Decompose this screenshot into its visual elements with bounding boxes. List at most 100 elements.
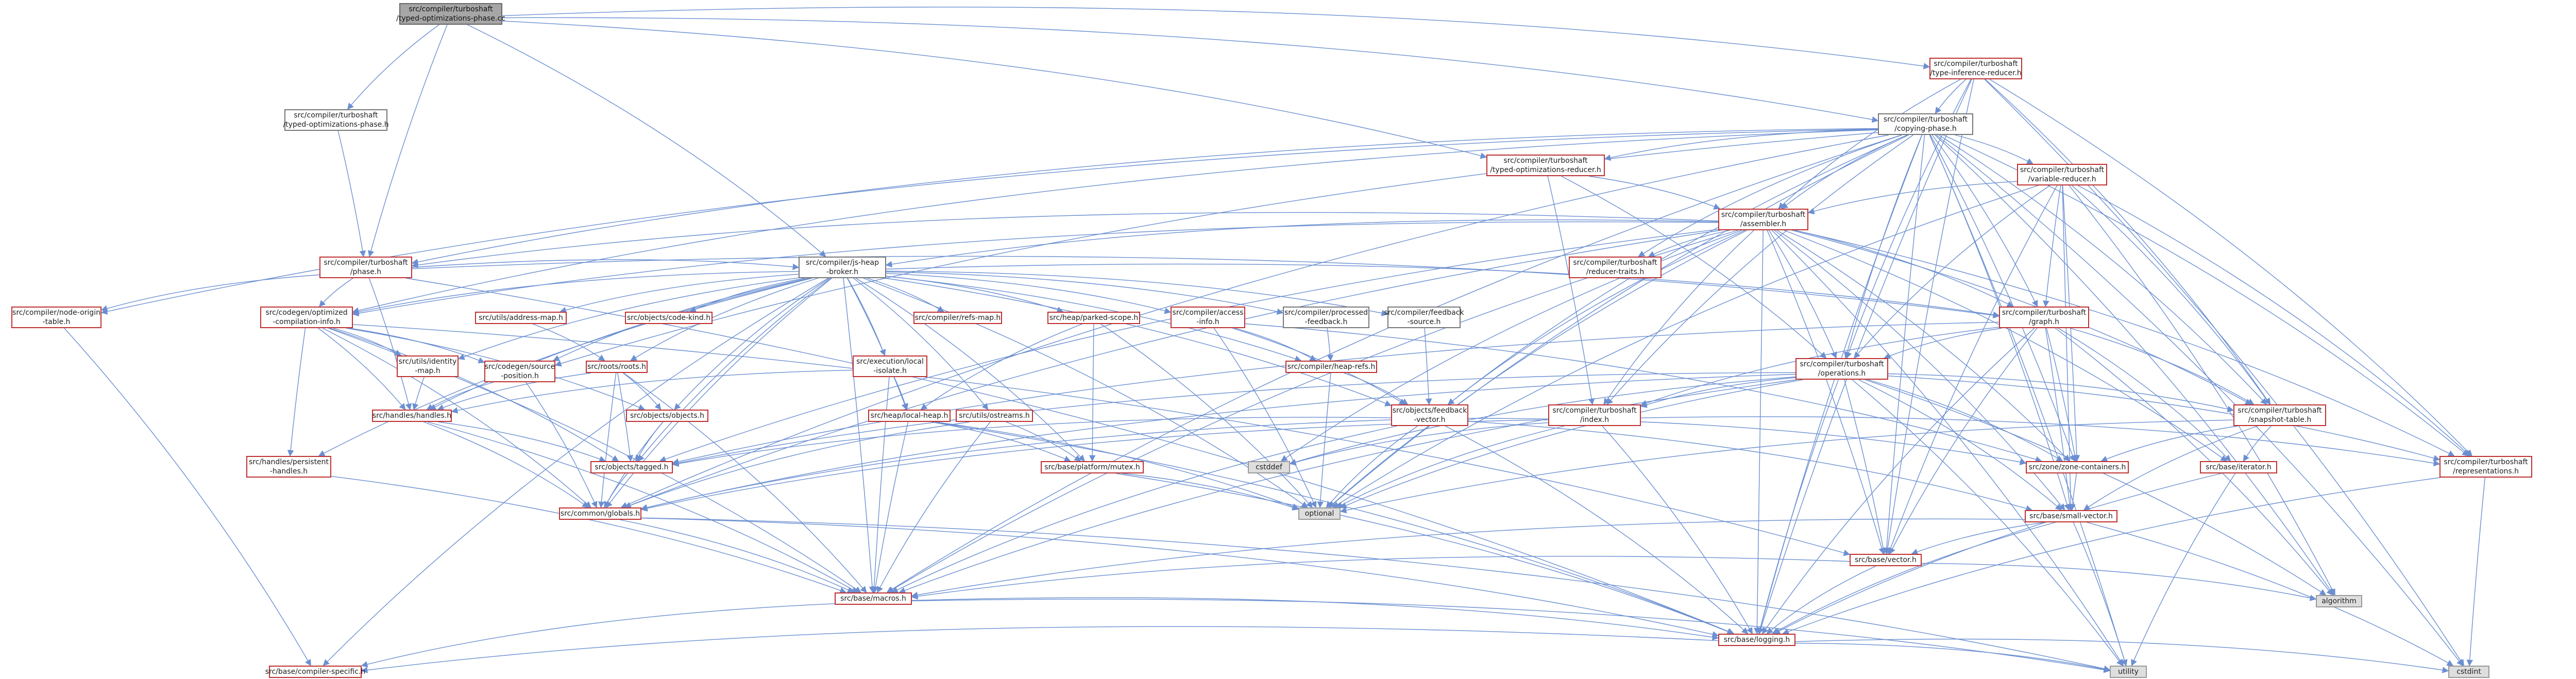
node-logging[interactable]: src/base/logging.h <box>1718 634 1795 646</box>
node-optional[interactable]: optional <box>1298 507 1341 520</box>
edge-roots-to-objects <box>622 372 662 410</box>
node-reducerstats[interactable]: src/compiler/turboshaft/reducer-traits.h <box>1569 257 1662 278</box>
node-tagged[interactable]: src/objects/tagged.h <box>590 461 673 473</box>
edge-copying-to-phase <box>411 128 1878 265</box>
node-handles[interactable]: src/handles/handles.h <box>372 410 452 422</box>
edge-assembler-to-iterator <box>1784 230 2228 462</box>
node-copying[interactable]: src/compiler/turboshaft/copying-phase.h <box>1878 113 1973 135</box>
node-assembler[interactable]: src/compiler/turboshaft/assembler.h <box>1718 209 1808 230</box>
edge-variable-to-operations <box>1853 185 2050 359</box>
edge-assembler-to-optcomp <box>352 221 1719 317</box>
edge-copying-to-optcomp <box>352 129 1878 314</box>
node-operations[interactable]: src/compiler/turboshaft/operations.h <box>1795 358 1888 380</box>
edge-jsheap-to-compspec <box>323 278 828 666</box>
node-algorithm[interactable]: algorithm <box>2316 595 2362 607</box>
node-cstdint[interactable]: cstdint <box>2448 666 2489 678</box>
node-label-line: src/compiler/turboshaft <box>1721 211 1806 219</box>
node-fbvector[interactable]: src/objects/feedback-vector.h <box>1391 404 1468 426</box>
node-compspec[interactable]: src/base/compiler-specific.h <box>265 666 365 678</box>
node-ostreams[interactable]: src/utils/ostreams.h <box>956 410 1033 422</box>
node-parked[interactable]: src/heap/parked-scope.h <box>1047 312 1140 324</box>
node-label-line: src/compiler/turboshaft <box>2002 309 2087 317</box>
node-variable[interactable]: src/compiler/turboshaft/variable-reducer… <box>2017 164 2107 185</box>
node-typeinf[interactable]: src/compiler/turboshaft/type-inference-r… <box>1929 58 2022 79</box>
node-globals[interactable]: src/common/globals.h <box>559 507 641 520</box>
node-label-line: src/base/iterator.h <box>2206 463 2272 471</box>
edge-iterator-to-logging <box>1773 473 2222 634</box>
edge-operations-to-snapshot <box>1888 373 2234 413</box>
edge-root-to-typedphaseh <box>347 24 439 110</box>
node-vector[interactable]: src/base/vector.h <box>1850 554 1922 566</box>
edge-localheap-to-macros <box>872 421 909 593</box>
edge-root-to-phase <box>367 24 448 258</box>
node-label-line: src/objects/feedback <box>1392 406 1467 415</box>
node-access[interactable]: src/compiler/access-info.h <box>1171 307 1245 328</box>
node-snapshot[interactable]: src/compiler/turboshaft/snapshot-table.h <box>2233 404 2326 426</box>
node-smallvec[interactable]: src/base/small-vector.h <box>2025 510 2117 522</box>
edge-zonecont-to-smallvec <box>2069 473 2077 511</box>
node-optcomp[interactable]: src/codegen/optimized-compilation-info.h <box>260 307 353 328</box>
node-macros[interactable]: src/base/macros.h <box>835 592 912 605</box>
node-label-line: src/zone/zone-containers.h <box>2028 463 2126 471</box>
node-label-line: /copying-phase.h <box>1894 125 1957 133</box>
edge-logging-to-compspec <box>361 626 1719 673</box>
edge-localheap-to-logging <box>933 421 1734 635</box>
node-label-line: src/compiler/turboshaft <box>1552 406 1637 415</box>
node-typedphaseh[interactable]: src/compiler/turboshaft/typed-optimizati… <box>283 109 389 131</box>
node-label-line: src/compiler/turboshaft <box>2020 166 2105 174</box>
node-label-line: /type-inference-reducer.h <box>1930 69 2022 77</box>
edge-variable-to-assembler <box>1807 181 2018 214</box>
node-zonecont[interactable]: src/zone/zone-containers.h <box>2026 461 2129 473</box>
node-phase[interactable]: src/compiler/turboshaft/phase.h <box>319 257 412 278</box>
edge-parked-to-mutex <box>1089 324 1096 462</box>
edge-jsheap-to-addrmap <box>560 274 799 313</box>
edge-fbvector-to-logging <box>1445 426 1749 634</box>
node-typedred[interactable]: src/compiler/turboshaft/typed-optimizati… <box>1486 155 1605 176</box>
edge-heaprefs-to-optional <box>1317 372 1331 508</box>
edge-globals-to-macros <box>620 519 854 593</box>
node-jsheap[interactable]: src/compiler/js-heap-broker.h <box>799 257 886 278</box>
node-root[interactable]: src/compiler/turboshaft/typed-optimizati… <box>396 3 505 25</box>
node-persistent[interactable]: src/handles/persistent-handles.h <box>246 456 331 478</box>
node-label-line: src/execution/local <box>856 358 924 366</box>
node-srcpos[interactable]: src/codegen/source-position.h <box>484 361 555 382</box>
node-codekind[interactable]: src/objects/code-kind.h <box>625 312 713 324</box>
node-label-line: src/compiler/processed <box>1284 309 1368 317</box>
edge-handles-to-tagged <box>438 421 606 462</box>
edge-typedred-to-index <box>1547 176 1595 405</box>
node-cstddef[interactable]: cstddef <box>1248 461 1290 473</box>
edge-copying-to-macros <box>886 134 1902 593</box>
node-identity[interactable]: src/utils/identity-map.h <box>397 355 459 377</box>
node-addrmap[interactable]: src/utils/address-map.h <box>475 312 567 324</box>
node-processed[interactable]: src/compiler/processed-feedback.h <box>1283 307 1369 328</box>
node-index[interactable]: src/compiler/turboshaft/index.h <box>1548 404 1641 426</box>
edge-operations-to-smallvec <box>1858 379 2062 511</box>
node-label-line: src/base/macros.h <box>840 595 906 603</box>
node-graph[interactable]: src/compiler/turboshaft/graph.h <box>1999 307 2089 328</box>
edge-logging-to-utility <box>1795 642 2111 672</box>
node-execlocal[interactable]: src/execution/local-isolate.h <box>853 355 927 377</box>
node-mutex[interactable]: src/base/platform/mutex.h <box>1041 461 1144 473</box>
node-label-line: src/utils/identity <box>398 358 457 366</box>
edge-typeinf-to-copying <box>1935 79 1967 114</box>
node-iterator[interactable]: src/base/iterator.h <box>2200 461 2277 473</box>
node-label-line: src/handles/handles.h <box>372 412 452 420</box>
edge-nodeorigin-to-compspec <box>64 328 311 667</box>
edge-operations-to-index <box>1640 377 1796 408</box>
node-utility[interactable]: utility <box>2110 666 2147 678</box>
node-objects[interactable]: src/objects/objects.h <box>626 410 708 422</box>
node-label-line: src/compiler/turboshaft <box>2238 406 2322 415</box>
node-roots[interactable]: src/roots/roots.h <box>586 361 648 373</box>
node-heaprefs[interactable]: src/compiler/heap-refs.h <box>1285 361 1377 373</box>
node-fbsource[interactable]: src/compiler/feedback-source.h <box>1384 307 1464 328</box>
edge-optcomp-to-vector <box>352 324 1851 556</box>
edge-copying-to-utility <box>1929 134 2128 667</box>
node-nodeorigin[interactable]: src/compiler/node-origin-table.h <box>11 307 101 328</box>
node-label-line: -table.h <box>42 318 71 326</box>
node-repr[interactable]: src/compiler/turboshaft/representations.… <box>2439 456 2532 478</box>
edge-jsheap-to-access <box>886 273 1172 314</box>
edge-jsheap-to-execlocal <box>847 278 886 357</box>
edge-copying-to-operations <box>1844 134 1922 359</box>
node-localheap[interactable]: src/heap/local-heap.h <box>868 410 951 422</box>
node-refsmap[interactable]: src/compiler/refs-map.h <box>913 312 1002 324</box>
